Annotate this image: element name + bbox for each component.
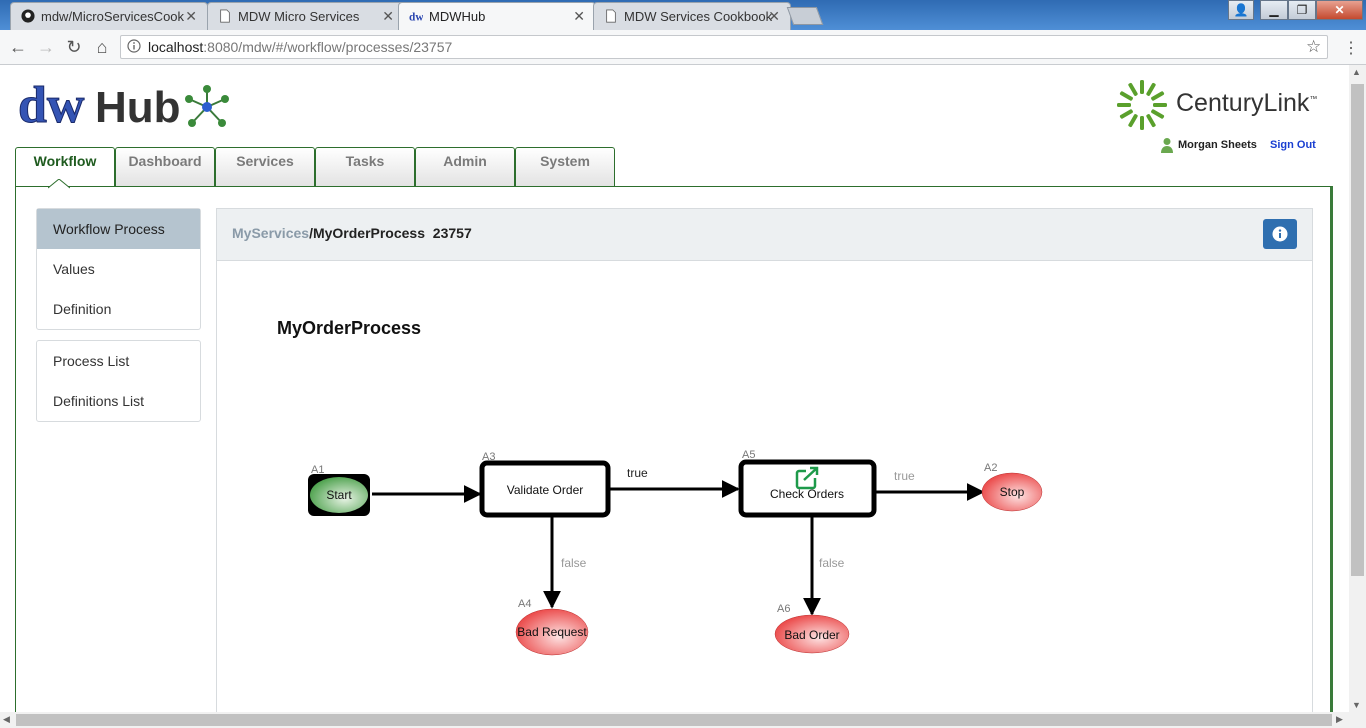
home-icon: ⌂ — [96, 36, 108, 57]
tab-dashboard[interactable]: Dashboard — [115, 147, 215, 186]
close-icon: ✕ — [1334, 3, 1345, 17]
scroll-up-icon[interactable]: ▲ — [1352, 67, 1361, 77]
user-icon — [1161, 138, 1173, 153]
arrow-right-icon: → — [37, 36, 55, 57]
sidebar-item-process-list[interactable]: Process List — [53, 353, 130, 369]
scroll-right-icon[interactable]: ▶ — [1336, 714, 1343, 724]
tab-title: mdw/MicroServicesCook — [41, 9, 185, 24]
tab-admin[interactable]: Admin — [415, 147, 515, 186]
maximize-button[interactable]: ❐ — [1288, 0, 1316, 20]
github-icon — [21, 9, 35, 23]
sidebar-item-definitions-list[interactable]: Definitions List — [53, 393, 145, 409]
person-icon: 👤 — [1233, 3, 1249, 17]
sidebar-item-definition[interactable]: Definition — [53, 301, 112, 317]
mdw-logo: dw — [18, 77, 85, 133]
instance-id: 23757 — [432, 225, 472, 241]
home-button[interactable]: ⌂ — [91, 36, 113, 58]
tab-title: MDWHub — [429, 9, 486, 24]
sidebar-item-values[interactable]: Values — [53, 261, 95, 277]
address-bar[interactable] — [120, 35, 1328, 59]
back-button[interactable]: ← — [7, 36, 29, 58]
browser-tab-micro-services[interactable]: MDW Micro Services ✕ — [207, 2, 405, 30]
url-text[interactable]: localhost:8080/mdw/#/workflow/processes/… — [148, 39, 453, 55]
restore-icon: ❐ — [1296, 3, 1308, 17]
content-header — [217, 209, 1312, 261]
hub-title: Hub — [95, 83, 181, 132]
arrow-left-icon: ← — [9, 36, 27, 57]
tab-services[interactable]: Services — [215, 147, 315, 186]
close-icon[interactable]: ✕ — [768, 8, 780, 24]
breadcrumb: MyServices/MyOrderProcess 23757 — [232, 225, 472, 241]
sidebar-list-menu — [36, 340, 201, 422]
close-icon[interactable]: ✕ — [382, 8, 394, 24]
close-icon[interactable]: ✕ — [573, 8, 585, 24]
page-icon — [606, 9, 616, 23]
page-icon — [220, 9, 230, 23]
process-name: MyOrderProcess — [312, 225, 426, 241]
svg-text:dw: dw — [409, 11, 423, 23]
scroll-down-icon[interactable]: ▼ — [1352, 700, 1361, 710]
close-icon[interactable]: ✕ — [185, 8, 197, 24]
browser-tab-github[interactable]: mdw/MicroServicesCook ✕ — [10, 2, 208, 30]
reload-button[interactable]: ↻ — [63, 36, 85, 58]
browser-tab-mdwhub[interactable]: dw MDWHub ✕ — [398, 2, 596, 30]
diagram-title: MyOrderProcess — [277, 318, 422, 338]
tab-title: MDW Micro Services — [238, 9, 360, 24]
minimize-button[interactable]: ▁ — [1260, 0, 1288, 20]
tab-workflow[interactable]: Workflow — [15, 147, 115, 186]
tab-tasks[interactable]: Tasks — [315, 147, 415, 186]
breadcrumb-link[interactable]: MyServices — [232, 225, 310, 241]
hub-network-icon — [185, 85, 229, 127]
active-tab-pointer — [48, 179, 70, 189]
reload-icon: ↻ — [66, 36, 82, 57]
new-tab-button[interactable] — [786, 7, 824, 25]
star-icon[interactable]: ☆ — [1306, 37, 1322, 56]
user-profile-button[interactable]: 👤 — [1228, 0, 1254, 20]
forward-button[interactable]: → — [35, 36, 57, 58]
info-icon — [1272, 226, 1288, 242]
sign-out-link[interactable]: Sign Out — [1270, 139, 1316, 151]
scroll-left-icon[interactable]: ◀ — [3, 714, 10, 724]
browser-tab-cookbook[interactable]: MDW Services Cookbook ✕ — [593, 2, 791, 30]
tab-title: MDW Services Cookbook — [624, 9, 773, 24]
mdw-icon: dw — [409, 11, 423, 23]
info-circle-icon[interactable] — [127, 39, 141, 53]
horizontal-scroll-thumb[interactable] — [16, 714, 1332, 726]
centurylink-logo-icon — [1117, 80, 1167, 130]
window-close-button[interactable]: ✕ — [1316, 0, 1363, 20]
menu-dots-icon[interactable]: ⋮ — [1343, 40, 1359, 57]
svg-text:dw: dw — [18, 77, 85, 132]
user-name: Morgan Sheets — [1178, 139, 1257, 151]
minimize-icon: ▁ — [1269, 3, 1279, 17]
content-panel — [216, 208, 1313, 728]
tab-system[interactable]: System — [515, 147, 615, 186]
centurylink-wordmark: CenturyLink™ — [1176, 89, 1318, 117]
sidebar-item-workflow-process[interactable]: Workflow Process — [37, 209, 200, 249]
info-button[interactable] — [1263, 219, 1297, 249]
vertical-scroll-thumb[interactable] — [1351, 84, 1364, 576]
